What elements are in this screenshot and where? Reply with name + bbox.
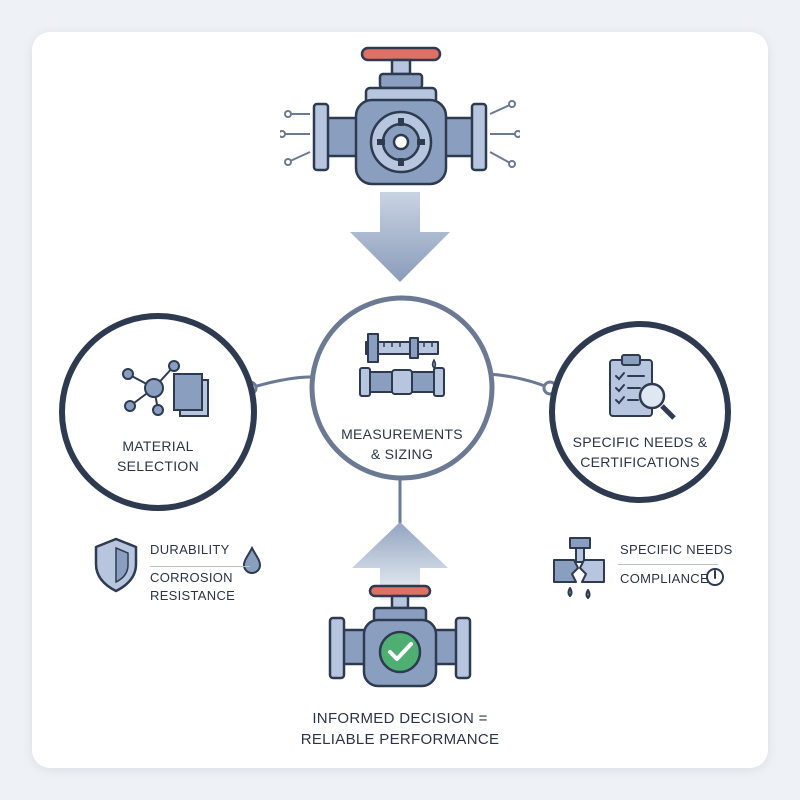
material-note-corrosion: Corrosion Resistance — [150, 570, 236, 603]
water-drop-icon — [242, 546, 262, 574]
material-note-durability: Durability — [150, 542, 230, 557]
smart-valve-icon — [280, 46, 520, 186]
material-sheets-icon — [173, 373, 209, 417]
clipboard-icon — [609, 354, 676, 420]
shield-icon — [94, 537, 138, 593]
power-gauge-icon — [706, 568, 724, 586]
arrow-down — [350, 192, 450, 282]
arrow-up — [352, 522, 448, 600]
specific-note-needs: Specific Needs — [620, 542, 733, 557]
magnifier-icon — [638, 382, 676, 420]
material-note-divider — [150, 566, 250, 567]
molecule-icon — [122, 360, 209, 417]
node-label-measurements: Measurements & Sizing — [341, 426, 463, 462]
node-label-material: Material Selection — [116, 438, 200, 474]
caliper-icon — [359, 333, 445, 397]
connector-right — [487, 372, 551, 390]
specific-note-divider — [618, 564, 718, 565]
specific-note-compliance: Compliance — [620, 571, 709, 586]
broken-pipe-icon — [553, 537, 605, 599]
node-label-specific: Specific Needs & Certifications — [572, 434, 708, 470]
conclusion-label: Informed Decision = Reliable Performance — [300, 710, 500, 748]
checkmark-icon — [378, 630, 422, 674]
connector-left — [249, 375, 319, 390]
measured-pipe-icon — [359, 367, 445, 397]
approved-valve-icon — [328, 584, 472, 688]
